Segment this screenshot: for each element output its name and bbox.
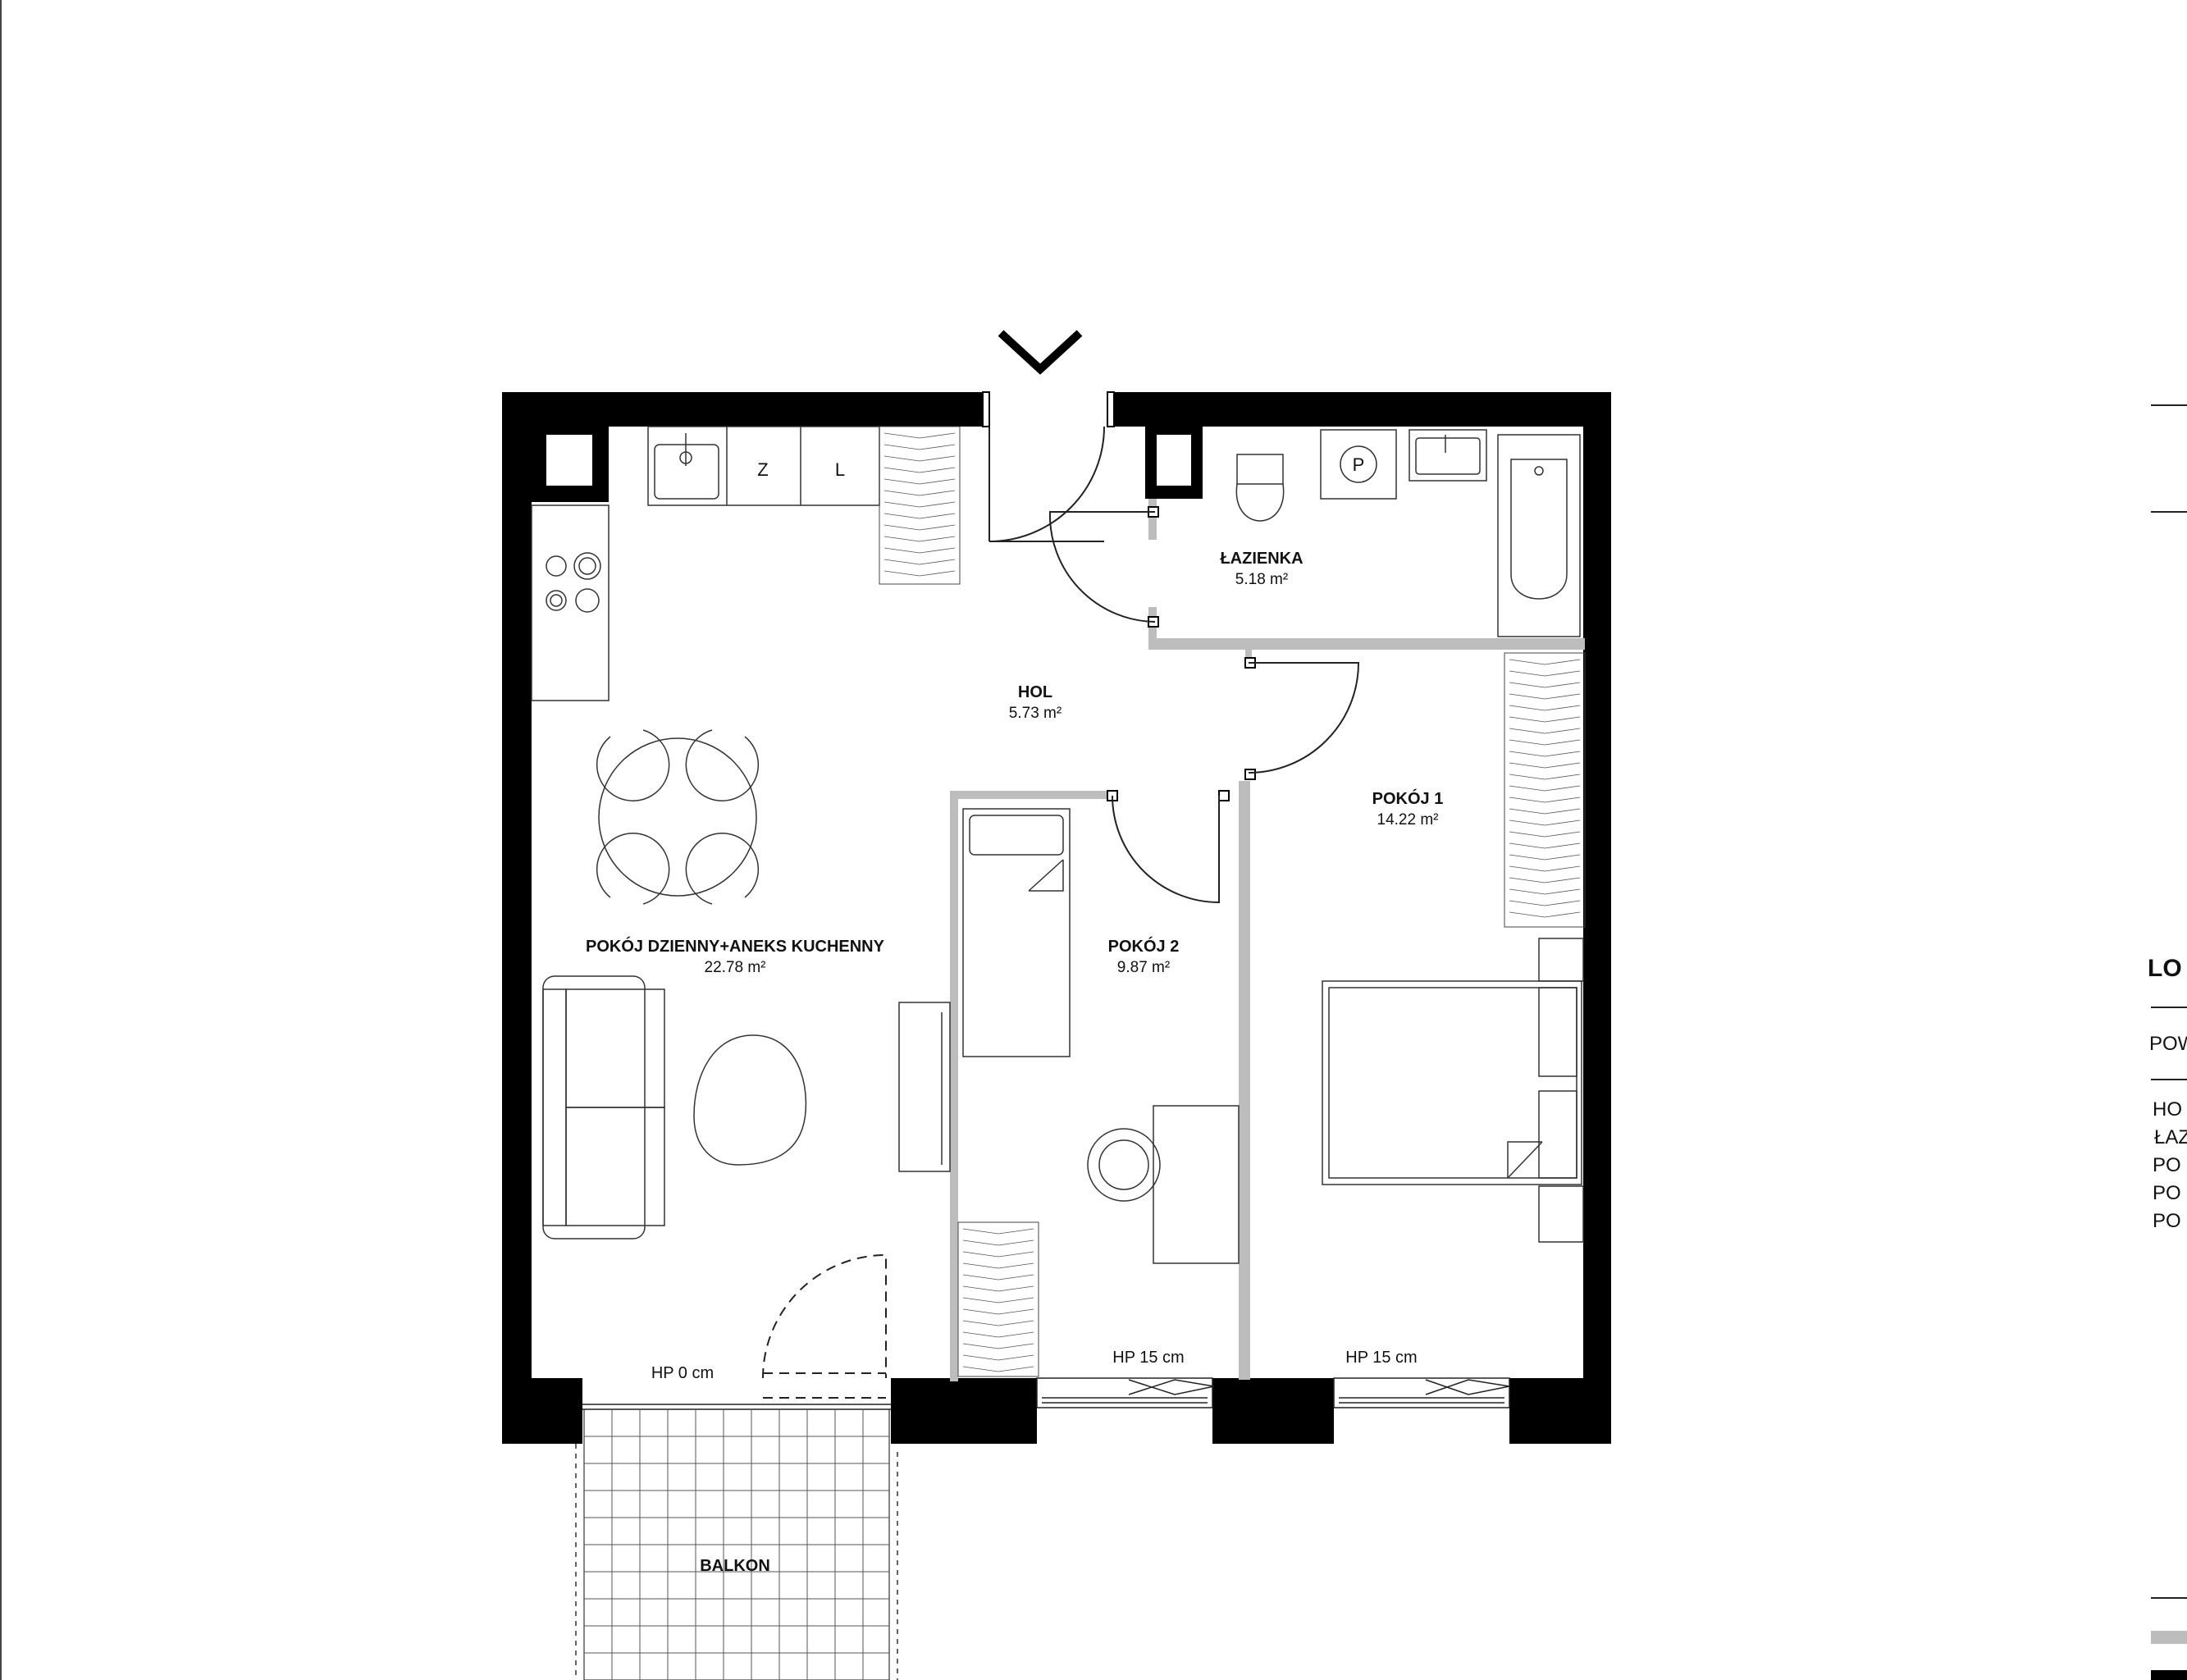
- room2-door-swing: [1112, 795, 1220, 904]
- entrance-arrow-icon: [998, 330, 1083, 375]
- entrance-jamb-left: [982, 391, 990, 427]
- legend-item: PO: [2153, 1182, 2181, 1204]
- room-area-lazienka: 5.18 m²: [1235, 571, 1288, 588]
- legend-rules: [2151, 404, 2187, 1599]
- balcony-rails: [575, 1444, 898, 1680]
- sofa: [542, 975, 665, 1239]
- windows: [582, 1377, 1510, 1410]
- entrance-jamb-right: [1107, 391, 1115, 427]
- bathtub-icon: [1497, 434, 1581, 637]
- legend-swatch-partition: [2151, 1631, 2187, 1644]
- shaft-right: [1157, 435, 1191, 486]
- fridge-l-label: L: [835, 459, 845, 480]
- door-swings: [988, 426, 1360, 904]
- room-name-pokoj1: POKÓJ 1: [1372, 788, 1444, 808]
- legend-subtitle: POW: [2149, 1033, 2187, 1055]
- rug: [693, 1034, 807, 1166]
- entrance-door-swing: [988, 426, 1105, 542]
- fridge-z-label: Z: [757, 459, 768, 480]
- bathroom-door-swing: [1048, 511, 1156, 623]
- interior-partitions: [950, 499, 1585, 1381]
- room-name-pokoj2: POKÓJ 2: [1108, 936, 1180, 956]
- washbasin-icon: [1409, 429, 1487, 482]
- room-name-lazienka: ŁAZIENKA: [1220, 550, 1303, 568]
- legend-item: PO: [2153, 1210, 2181, 1232]
- washer-label: P: [1353, 454, 1365, 475]
- room-area-pokoj1: 14.22 m²: [1377, 811, 1439, 829]
- legend-swatch-wall: [2151, 1670, 2187, 1680]
- exterior-walls: [502, 392, 1611, 1444]
- balcony-tiles: [584, 1409, 889, 1680]
- legend-title: LO: [2148, 955, 2182, 982]
- room-name-hol: HOL: [1018, 683, 1052, 701]
- room1-door-swing: [1248, 662, 1360, 774]
- wardrobe-hatching: [883, 432, 1581, 1372]
- wardrobes: [879, 426, 1586, 1377]
- tv-cabinet: [898, 1002, 951, 1172]
- single-bed: [962, 808, 1071, 1057]
- room-name-balkon: BALKON: [700, 1557, 770, 1575]
- room-area-dzienny: 22.78 m²: [705, 959, 766, 976]
- shaft-left: [546, 435, 592, 486]
- hp-label-balcony: HP 0 cm: [651, 1364, 714, 1382]
- room-area-pokoj2: 9.87 m²: [1117, 959, 1170, 976]
- hp-label-pokoj2: HP 15 cm: [1112, 1349, 1184, 1367]
- bed: [1322, 938, 1584, 1243]
- sink-icon: [679, 433, 692, 466]
- legend-item: ŁAZ: [2154, 1126, 2187, 1148]
- room-name-dzienny: POKÓJ DZIENNY+ANEKS KUCHENNY: [586, 936, 885, 956]
- dining-table: [596, 729, 760, 905]
- room-area-hol: 5.73 m²: [1009, 705, 1062, 722]
- desk-chair: [1087, 1128, 1161, 1202]
- desk: [1153, 1105, 1240, 1264]
- legend-item: HO: [2153, 1098, 2182, 1121]
- hp-label-pokoj1: HP 15 cm: [1345, 1349, 1417, 1367]
- balcony-door: [762, 1253, 887, 1399]
- washing-machine-icon: [1320, 429, 1397, 500]
- toilet-icon: [1235, 454, 1285, 522]
- legend-item: PO: [2153, 1154, 2181, 1176]
